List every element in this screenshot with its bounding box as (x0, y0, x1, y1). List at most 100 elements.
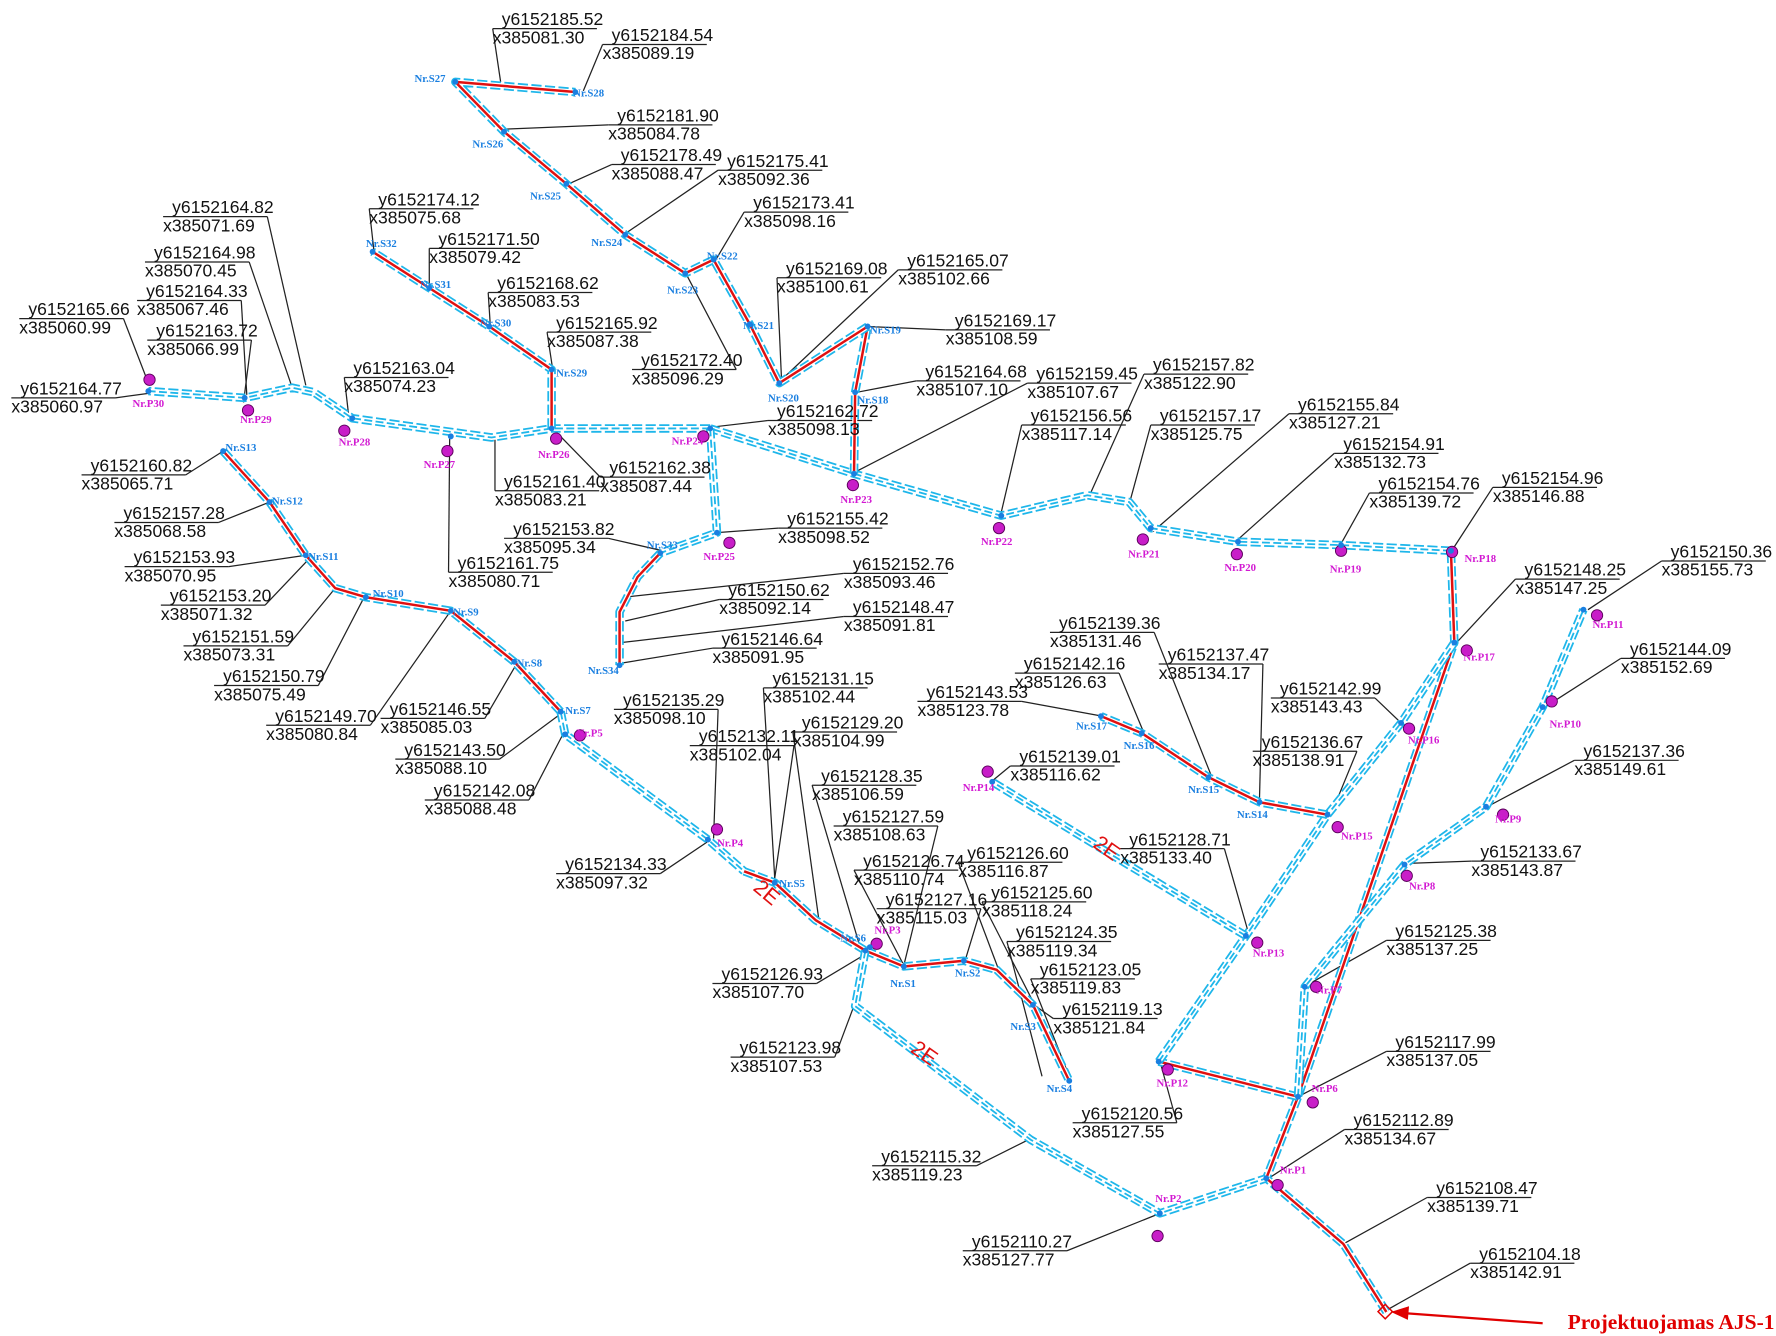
leader-line (964, 908, 982, 961)
joint-marker (266, 499, 273, 506)
node-label: Nr.P16 (1408, 734, 1440, 746)
joint-marker (1301, 983, 1308, 990)
joint-marker (852, 389, 859, 396)
coord-y: y6152120.56 (1082, 1103, 1183, 1123)
coord-y: y6152164.77 (20, 378, 121, 398)
node-label: Nr.P26 (538, 449, 570, 461)
node-p24: Nr.P24 (672, 425, 714, 447)
joint-marker (1156, 1210, 1163, 1217)
leader-line (1452, 487, 1494, 549)
node-label: Nr.S19 (870, 324, 901, 336)
leader-line (1006, 941, 1043, 1077)
node-label: Nr.P24 (672, 435, 704, 447)
coord-y: y6152164.82 (172, 197, 273, 217)
node-label: Nr.P7 (1316, 985, 1343, 997)
joint-marker (1338, 542, 1345, 549)
leader-line (218, 501, 270, 524)
leader-line (1374, 697, 1402, 724)
cable-p4-s6-core (743, 870, 866, 952)
coord-x: x385104.99 (793, 731, 885, 751)
leader-line (1486, 759, 1575, 808)
coord-x: x385107.53 (731, 1056, 823, 1076)
coord-y: y6152160.82 (91, 455, 192, 475)
pole-marker (710, 823, 724, 836)
leader-line (608, 537, 663, 552)
coord-x: x385119.34 (1007, 940, 1098, 960)
cable-s19-s20 (451, 77, 870, 388)
coord-x: x385134.17 (1159, 663, 1251, 683)
legend-arrow-line (1402, 1311, 1543, 1325)
coord-y: y6152142.08 (434, 781, 535, 801)
joint-marker (1451, 639, 1458, 646)
pole-marker (1590, 609, 1604, 622)
cable-p24-p30 (148, 383, 711, 442)
coord-y: y6152146.55 (390, 699, 492, 719)
coord-y: y6152115.32 (881, 1146, 981, 1166)
leader-line (528, 733, 564, 801)
node-label: Nr.S1 (890, 978, 916, 990)
cable-s7-p4 (556, 710, 747, 875)
coord-x: x385108.59 (946, 329, 1038, 349)
coord-x: x385102.44 (763, 687, 855, 707)
leader-line (981, 901, 1034, 1002)
leader-line (546, 332, 554, 370)
coord-x: x385138.91 (1253, 750, 1345, 770)
joint-marker (1256, 799, 1263, 806)
coord-x: x385106.59 (812, 784, 904, 804)
cable-s6-s4-core (864, 949, 1071, 1082)
pole-marker (441, 444, 454, 458)
node-label: Nr.S33 (647, 540, 678, 552)
coord-x: x385127.21 (1289, 412, 1381, 432)
leader-line (781, 269, 899, 381)
node-label: Nr.P8 (1409, 880, 1436, 892)
coord-y: y6152127.59 (843, 807, 944, 827)
leader-line (1341, 492, 1370, 543)
joint-marker (1295, 1093, 1301, 1100)
coord-y: y6152161.75 (458, 553, 560, 573)
cable-s33-s34-gap (617, 551, 663, 666)
leader-line (369, 610, 452, 726)
node-label: Nr.S7 (565, 705, 591, 717)
node-p23: Nr.P23 (840, 470, 872, 506)
node-label: Nr.S20 (768, 392, 799, 404)
coord-y: y6152104.18 (1479, 1244, 1580, 1264)
node-label: Nr.P19 (1330, 563, 1362, 575)
node-label: Nr.P25 (703, 551, 735, 563)
node-label: Nr.S31 (420, 279, 451, 291)
coord-x: x385127.55 (1073, 1121, 1165, 1141)
coord-x: x385068.58 (114, 521, 206, 541)
coord-y: y6152149.70 (275, 706, 377, 726)
node-label: Nr.S29 (556, 367, 587, 379)
cable-s13-p4-core (222, 450, 562, 713)
coord-y: y6152137.47 (1168, 645, 1269, 665)
cable-p24-p30-core (148, 386, 711, 439)
coord-x: x385098.13 (768, 419, 860, 439)
pole-marker (338, 424, 351, 437)
coord-y: y6152154.76 (1378, 474, 1479, 494)
leader-line (1021, 700, 1103, 717)
coord-x: x385087.44 (600, 476, 692, 496)
joint-marker (563, 180, 570, 187)
coord-x: x385110.74 (854, 869, 945, 889)
coord-y: y6152153.20 (170, 586, 272, 606)
node-p5: Nr.P5 (562, 728, 603, 742)
node-label: Nr.P20 (1224, 562, 1256, 574)
coord-x: x385147.25 (1515, 578, 1607, 598)
cable-p6-p11 (1293, 608, 1588, 1097)
joint-marker (362, 594, 369, 601)
